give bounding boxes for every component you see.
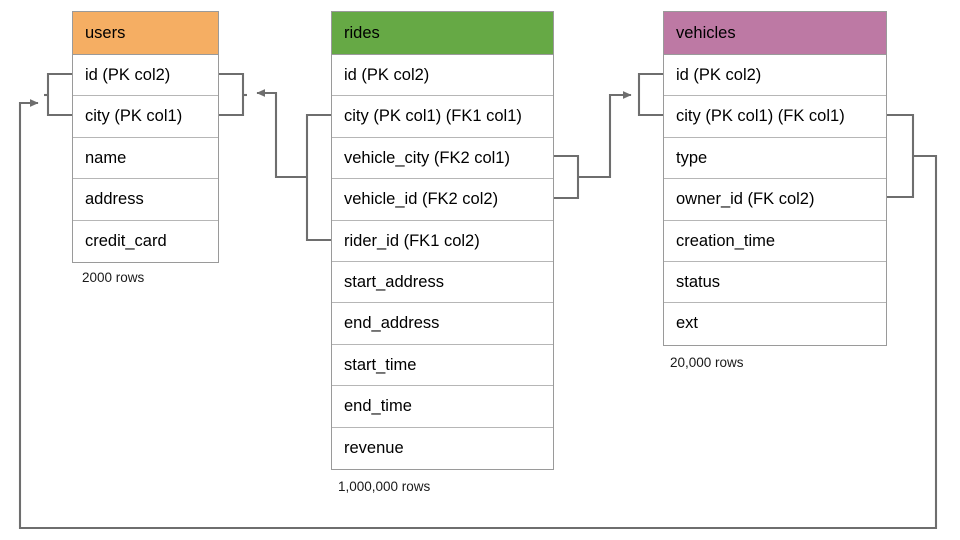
field-rides-vehicle-id[interactable]: vehicle_id (FK2 col2) xyxy=(332,179,553,221)
field-vehicles-creation-time[interactable]: creation_time xyxy=(664,221,886,262)
connector-rides-fk2-bracket xyxy=(554,154,580,200)
field-vehicles-status[interactable]: status xyxy=(664,262,886,304)
connector-rides-fk2-line xyxy=(578,91,632,179)
field-vehicles-type[interactable]: type xyxy=(664,138,886,180)
field-vehicles-ext[interactable]: ext xyxy=(676,314,699,333)
field-vehicles-id[interactable]: id (PK col2) xyxy=(664,55,886,97)
table-vehicles[interactable]: vehicles id (PK col2) city (PK col1) (FK… xyxy=(663,11,887,346)
connector-vehicles-left-bracket xyxy=(637,72,663,117)
connector-users-right-bracket xyxy=(219,72,245,117)
field-rides-start-address[interactable]: start_address xyxy=(332,262,553,304)
table-users-header: users xyxy=(73,12,218,55)
field-vehicles-owner-id[interactable]: owner_id (FK col2) xyxy=(664,179,886,221)
connector-rides-fk1-line xyxy=(256,89,307,179)
field-users-city[interactable]: city (PK col1) xyxy=(73,96,218,138)
row-count-rides: 1,000,000 rows xyxy=(338,479,431,494)
connector-vehicles-fk-bracket xyxy=(887,113,915,199)
table-rides-title: rides xyxy=(344,24,380,42)
table-rides-header: rides xyxy=(332,12,553,55)
field-users-address[interactable]: address xyxy=(73,179,218,221)
table-vehicles-title: vehicles xyxy=(676,24,736,42)
field-rides-city[interactable]: city (PK col1) (FK1 col1) xyxy=(332,96,553,138)
field-rides-vehicle-city[interactable]: vehicle_city (FK2 col1) xyxy=(332,138,553,180)
table-vehicles-header: vehicles xyxy=(664,12,886,55)
table-rides[interactable]: rides id (PK col2) city (PK col1) (FK1 c… xyxy=(331,11,554,470)
field-users-credit-card[interactable]: credit_card xyxy=(85,231,167,250)
row-count-users: 2000 rows xyxy=(82,270,145,285)
field-rides-end-address[interactable]: end_address xyxy=(332,303,553,345)
connector-rides-fk1-bracket xyxy=(305,113,331,242)
field-rides-revenue[interactable]: revenue xyxy=(344,438,404,457)
row-count-vehicles: 20,000 rows xyxy=(670,355,744,370)
table-users-title: users xyxy=(85,24,126,42)
connector-users-left-bracket xyxy=(46,72,72,117)
table-users[interactable]: users id (PK col2) city (PK col1) name a… xyxy=(72,11,219,263)
field-vehicles-city[interactable]: city (PK col1) (FK col1) xyxy=(664,96,886,138)
field-rides-id[interactable]: id (PK col2) xyxy=(332,55,553,97)
field-rides-end-time[interactable]: end_time xyxy=(332,386,553,428)
field-rides-rider-id[interactable]: rider_id (FK1 col2) xyxy=(332,221,553,262)
field-users-id[interactable]: id (PK col2) xyxy=(73,55,218,97)
field-rides-start-time[interactable]: start_time xyxy=(332,345,553,387)
field-users-name[interactable]: name xyxy=(73,138,218,180)
